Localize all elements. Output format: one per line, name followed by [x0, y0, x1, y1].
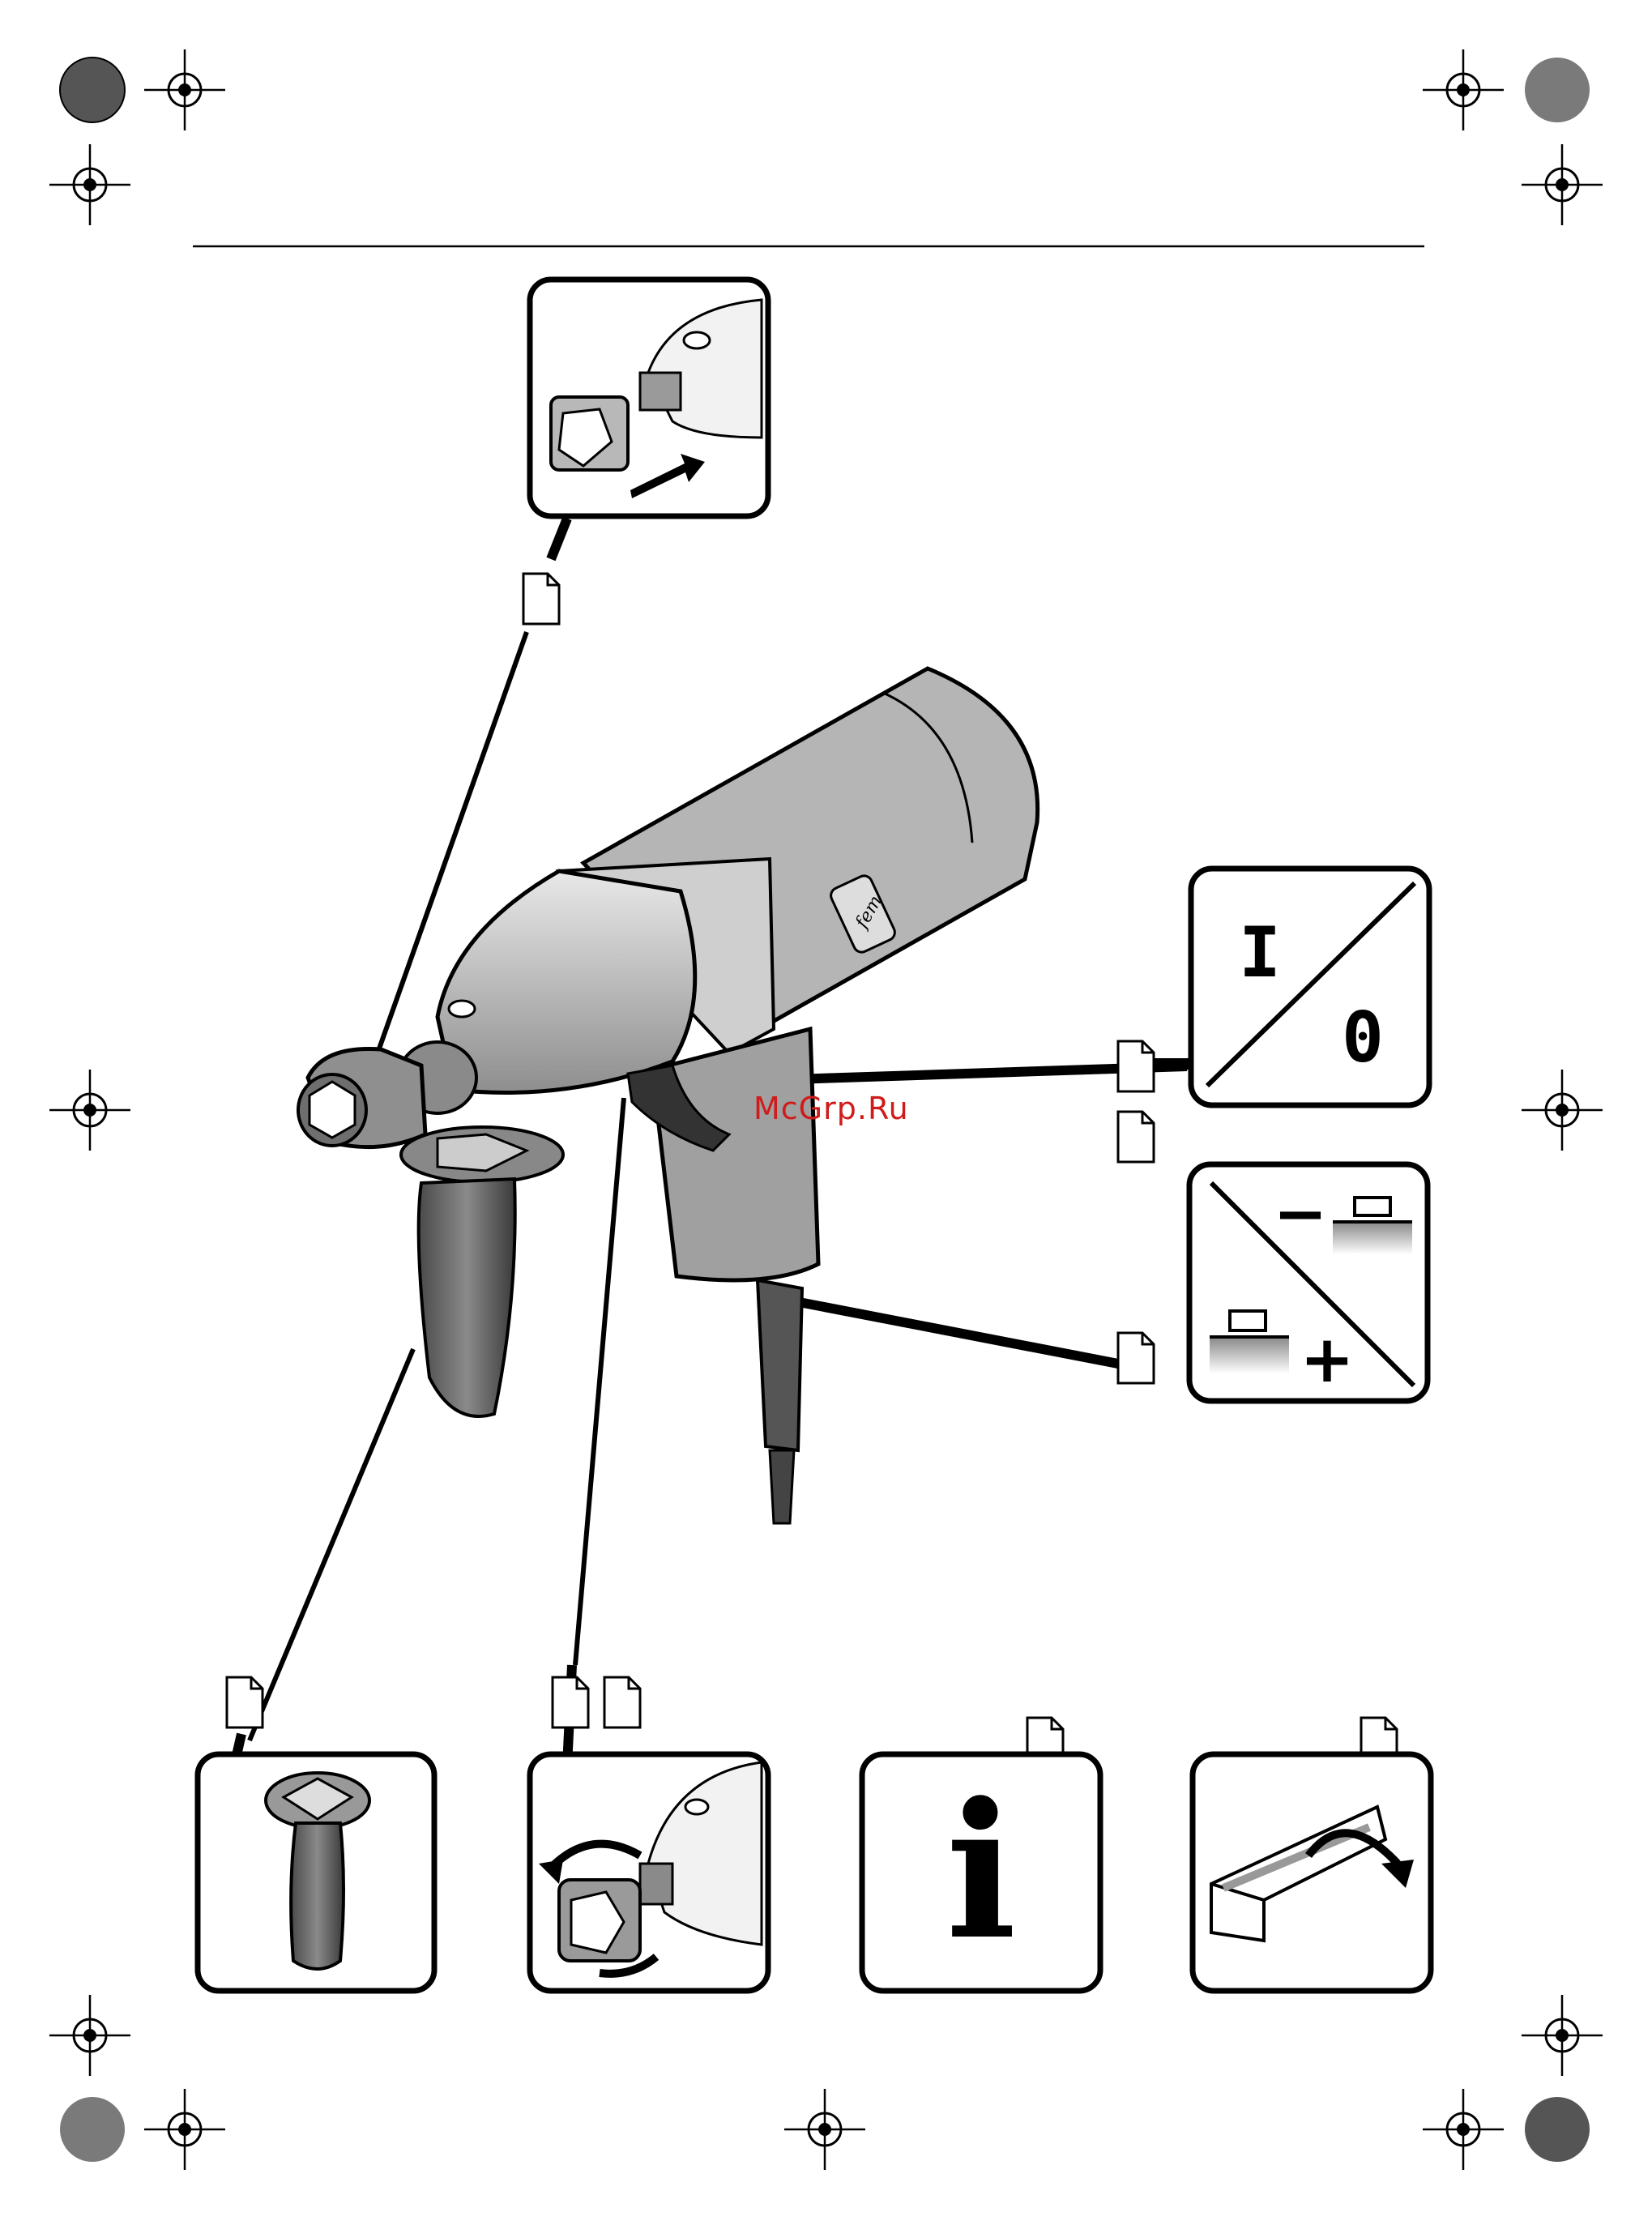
switch-off-label: 0	[1342, 997, 1384, 1078]
plus-label: +	[1300, 1322, 1354, 1397]
doc-page-icon	[523, 574, 559, 624]
doc-page-icon	[1118, 1333, 1154, 1383]
watermark-text: McGrp.Ru	[753, 1091, 909, 1126]
doc-page-icon	[604, 1677, 640, 1727]
info-panel: i	[862, 1754, 1100, 1991]
surface-icon	[1210, 1337, 1289, 1373]
info-icon: i	[946, 1762, 1016, 1981]
direction-selector-panel: − +	[1189, 1164, 1428, 1401]
doc-page-icon	[1118, 1112, 1154, 1162]
socket-attach-panel	[530, 280, 768, 516]
impact-wrench-illustration: fem	[298, 668, 1038, 1523]
switch-on-label: I	[1239, 912, 1281, 993]
doc-page-icon	[1118, 1041, 1154, 1091]
minus-label: −	[1273, 1176, 1327, 1251]
gray-target-icon	[1525, 58, 1590, 122]
star-target-icon	[1525, 2097, 1590, 2162]
gray-target-icon	[60, 2097, 125, 2162]
on-off-switch-panel: I 0	[1191, 869, 1429, 1105]
socket-rotate-panel	[530, 1754, 768, 1991]
doc-page-icon	[227, 1677, 263, 1727]
doc-page-icon	[553, 1677, 588, 1727]
surface-icon	[1333, 1222, 1412, 1254]
side-handle-panel	[198, 1754, 434, 1991]
carry-case-panel	[1193, 1754, 1431, 1991]
nut-icon	[1230, 1311, 1266, 1330]
nut-icon	[1355, 1198, 1390, 1215]
